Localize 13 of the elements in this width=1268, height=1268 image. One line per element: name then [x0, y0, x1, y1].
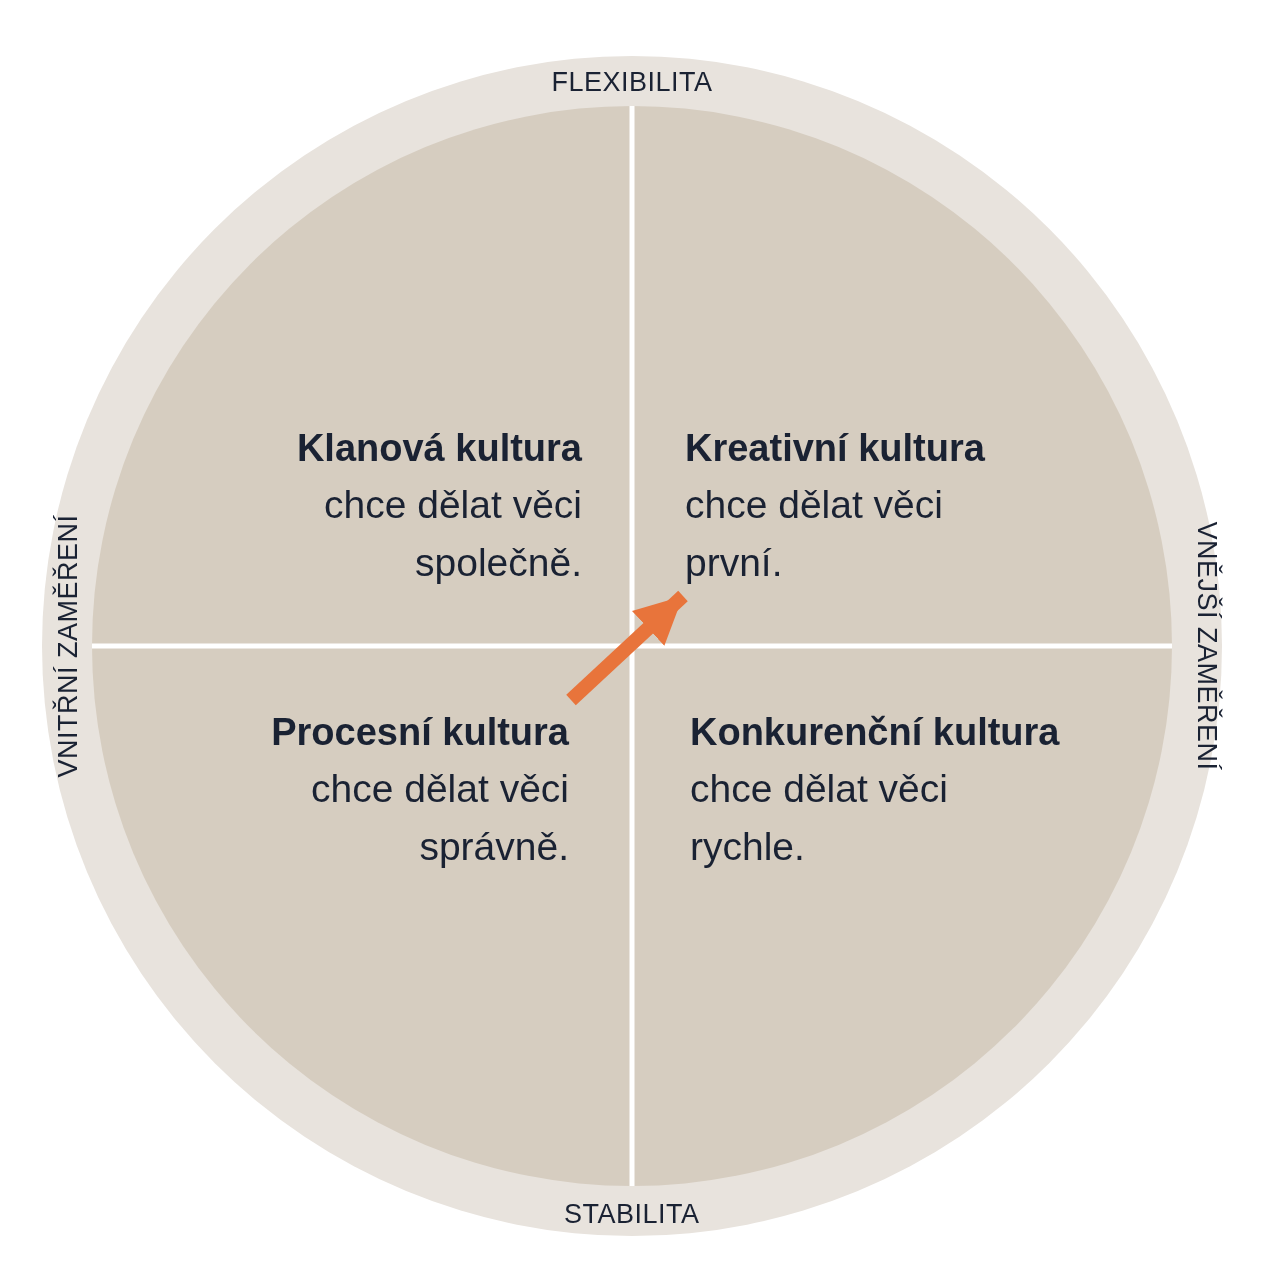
- axis-label-vertical: VNITŘNÍ ZAMĚŘENÍ: [52, 514, 82, 778]
- culture-title: Procesní kultura: [270, 710, 569, 755]
- culture-title: Kreativní kultura: [685, 426, 986, 471]
- axis-label-vertical: VNĚJŠÍ ZAMĚŘENÍ: [1191, 521, 1221, 771]
- axis-label: STABILITA: [564, 1199, 700, 1229]
- culture-description: chce dělat věci správně.: [310, 766, 569, 870]
- culture-description: chce dělat věci rychle.: [690, 766, 949, 870]
- culture-title: Konkurenční kultura: [690, 710, 1061, 755]
- culture-description: chce dělat věci společně.: [323, 482, 582, 586]
- arrow: [566, 590, 688, 706]
- culture-description: chce dělat věci první.: [685, 482, 944, 586]
- axis-label: FLEXIBILITA: [551, 67, 713, 97]
- culture-title: Klanová kultura: [295, 426, 582, 471]
